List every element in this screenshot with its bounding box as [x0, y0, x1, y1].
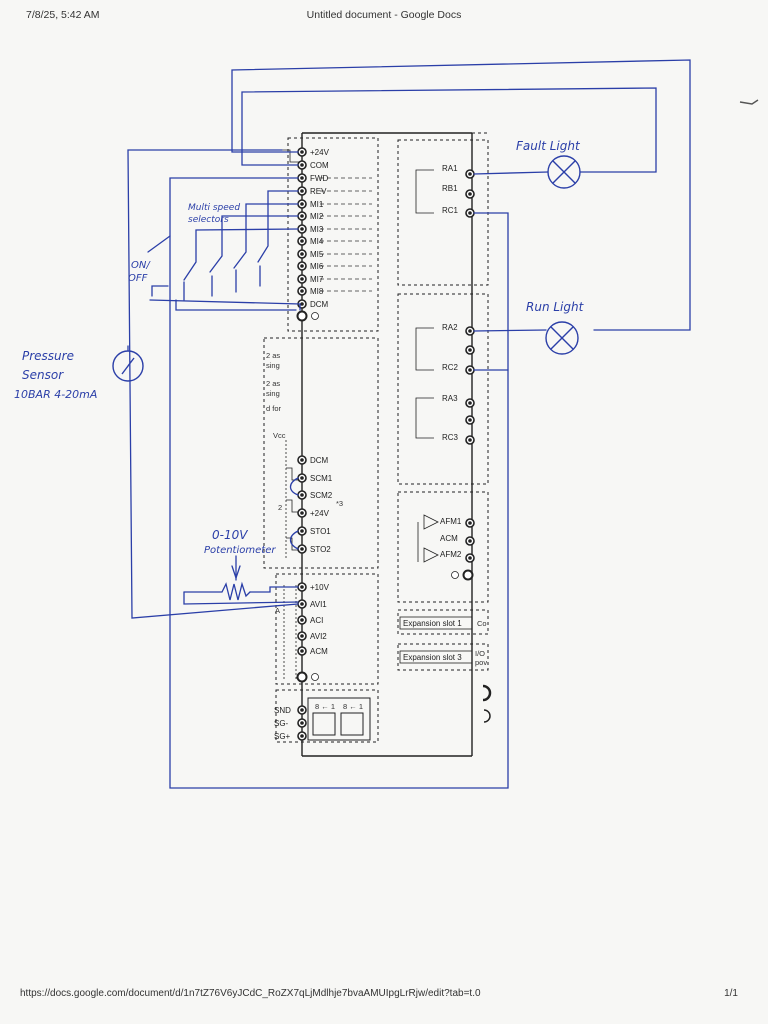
relay-terminal-labels: RA1 RB1 RC1 RA2 RC2 RA3 RC3: [442, 164, 459, 442]
terminal-label: AFM1: [440, 517, 462, 526]
terminal-label: MI2: [310, 212, 324, 221]
terminal-label: RB1: [442, 184, 458, 193]
terminal-label: DCM: [310, 456, 329, 465]
terminal-label: RC1: [442, 206, 459, 215]
print-document-title: Untitled document - Google Docs: [306, 9, 462, 21]
svg-text:d for: d for: [266, 404, 282, 413]
terminal-label: REV: [310, 187, 327, 196]
terminal-label: MI3: [310, 225, 324, 234]
pressure-sensor-label: Pressure: [22, 349, 74, 363]
print-url: https://docs.google.com/document/d/1n7tZ…: [20, 988, 481, 999]
ground-terminals: [296, 310, 474, 683]
rj45-label: 8 ← 1: [343, 702, 363, 711]
expansion-slot-labels: Expansion slot 1 Expansion slot 3 Co I/O…: [403, 619, 487, 667]
terminal-label: AVI1: [310, 600, 327, 609]
terminal-label: RA3: [442, 394, 458, 403]
terminal-label: FWD: [310, 174, 328, 183]
multi-speed-label: Multi speed: [188, 203, 240, 213]
terminal-label: SND: [274, 706, 291, 715]
pressure-sensor-label: 10BAR 4-20mA: [14, 388, 97, 401]
expansion-slot-3: Expansion slot 3: [403, 653, 462, 662]
run-light-label: Run Light: [526, 300, 585, 314]
terminal-label: DCM: [310, 300, 329, 309]
on-off-label: OFF: [128, 273, 148, 284]
control-terminal-labels: +24V COM FWD REV MI1 MI2 MI3 MI4 MI5 MI6…: [310, 148, 330, 309]
terminal-label: COM: [310, 161, 329, 170]
svg-text:sing: sing: [266, 361, 280, 370]
svg-text:Vcc: Vcc: [273, 431, 286, 440]
mi-leader-lines: [320, 177, 372, 292]
analog-terminal-labels: +10V AVI1 ACI AVI2 ACM: [310, 583, 330, 656]
terminal-label: SCM1: [310, 474, 333, 483]
expansion-slot-1: Expansion slot 1: [403, 619, 462, 628]
terminal-label: MI5: [310, 250, 324, 259]
terminal-label: RC2: [442, 363, 459, 372]
svg-text:sing: sing: [266, 389, 280, 398]
terminal-label: RA2: [442, 323, 458, 332]
comm-terminal-labels: SND SG- SG+ 8 ← 1 8 ← 1: [274, 702, 363, 741]
svg-text:2 as: 2 as: [266, 351, 280, 360]
handwritten-wiring: [127, 59, 691, 789]
terminal-label: MI6: [310, 262, 324, 271]
pressure-sensor-label: Sensor: [22, 368, 64, 382]
rj45-label: 8 ← 1: [315, 702, 335, 711]
pressure-sensor-gauge: [112, 350, 144, 382]
potentiometer-label: Potentiometer: [204, 545, 276, 556]
cut-text: pov: [475, 658, 487, 667]
drive-printed-layout: [263, 132, 492, 757]
terminal-label: SG-: [274, 719, 289, 728]
terminal-label: +24V: [310, 509, 330, 518]
terminal-label: STO1: [310, 527, 331, 536]
svg-text:A: A: [275, 606, 280, 615]
print-page-count: 1/1: [724, 988, 738, 999]
fault-light-label: Fault Light: [516, 139, 581, 153]
terminal-label: RC3: [442, 433, 459, 442]
terminal-label: ACM: [440, 534, 458, 543]
terminal-label: +10V: [310, 583, 330, 592]
run-light-lamp: [545, 321, 579, 355]
terminal-label: AFM2: [440, 550, 462, 559]
right-terminal-dots: [468, 172, 472, 560]
terminal-label: +24V: [310, 148, 330, 157]
fault-light-lamp: [547, 155, 581, 189]
potentiometer-label: 0-10V: [212, 528, 248, 542]
on-off-label: ON/: [131, 260, 151, 271]
terminal-label: SCM2: [310, 491, 333, 500]
print-timestamp: 7/8/25, 5:42 AM: [26, 9, 100, 21]
terminal-label: MI1: [310, 200, 324, 209]
svg-text:2 as: 2 as: [266, 379, 280, 388]
terminal-label: AVI2: [310, 632, 327, 641]
cut-off-text-fragments: 2 as sing 2 as sing d for Vcc 2 *3 A: [266, 351, 343, 615]
cut-text: Co: [477, 619, 487, 628]
terminal-label: ACI: [310, 616, 323, 625]
stray-mark: [739, 99, 759, 105]
svg-text:2: 2: [278, 503, 282, 512]
right-terminal-circles: [465, 169, 475, 563]
multi-speed-label: selectors: [188, 215, 229, 225]
terminal-label: SG+: [274, 732, 291, 741]
left-terminal-dots: [300, 150, 304, 738]
terminal-label: MI4: [310, 237, 324, 246]
terminal-label: RA1: [442, 164, 458, 173]
handwritten-labels: Fault Light Run Light Multi speed select…: [14, 139, 585, 556]
analog-out-labels: AFM1 ACM AFM2: [440, 517, 462, 559]
terminal-label: MI8: [310, 287, 324, 296]
safety-terminal-labels: DCM SCM1 SCM2 +24V STO1 STO2: [310, 456, 333, 554]
svg-text:*3: *3: [336, 499, 343, 508]
terminal-label: STO2: [310, 545, 331, 554]
terminal-label: MI7: [310, 275, 324, 284]
cut-text: I/O: [475, 649, 485, 658]
terminal-label: ACM: [310, 647, 328, 656]
